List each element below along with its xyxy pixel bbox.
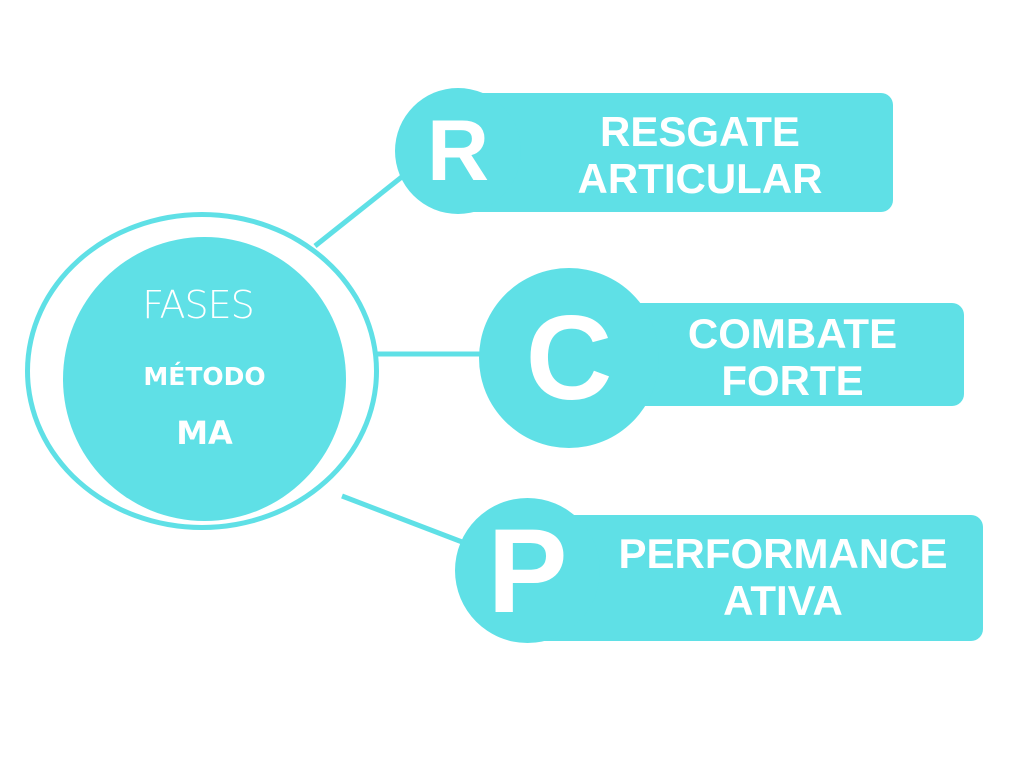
- connector-p: [341, 493, 471, 548]
- phase-c-badge: C: [479, 268, 659, 448]
- phase-r-bar: [455, 93, 893, 212]
- phase-r-letter: R: [426, 103, 490, 199]
- phase-p-line2: ATIVA: [723, 577, 843, 625]
- phase-p-letter: P: [487, 503, 568, 638]
- connector-r: [313, 170, 410, 248]
- phase-c-line1: COMBATE: [687, 310, 898, 357]
- hub-subtitle: MÉTODO: [143, 362, 266, 391]
- hub-circle: [63, 237, 346, 521]
- phase-c-label: COMBATE FORTE: [660, 310, 925, 404]
- phase-c-letter: C: [525, 291, 613, 425]
- phase-r-line2: ARTICULAR: [577, 155, 823, 203]
- phase-r-badge: R: [395, 88, 521, 214]
- phase-c-line2: FORTE: [721, 357, 864, 405]
- phase-p-label: PERFORMANCE ATIVA: [588, 530, 978, 624]
- phase-p-bar: [527, 515, 983, 641]
- phase-r-label: RESGATE ARTICULAR: [540, 108, 860, 202]
- hub-title: FASES: [142, 283, 255, 327]
- phase-p-badge: P: [455, 498, 600, 643]
- hub-name: MA: [176, 414, 233, 452]
- phase-r-line1: RESGATE: [600, 108, 800, 155]
- phase-p-line1: PERFORMANCE: [618, 530, 948, 577]
